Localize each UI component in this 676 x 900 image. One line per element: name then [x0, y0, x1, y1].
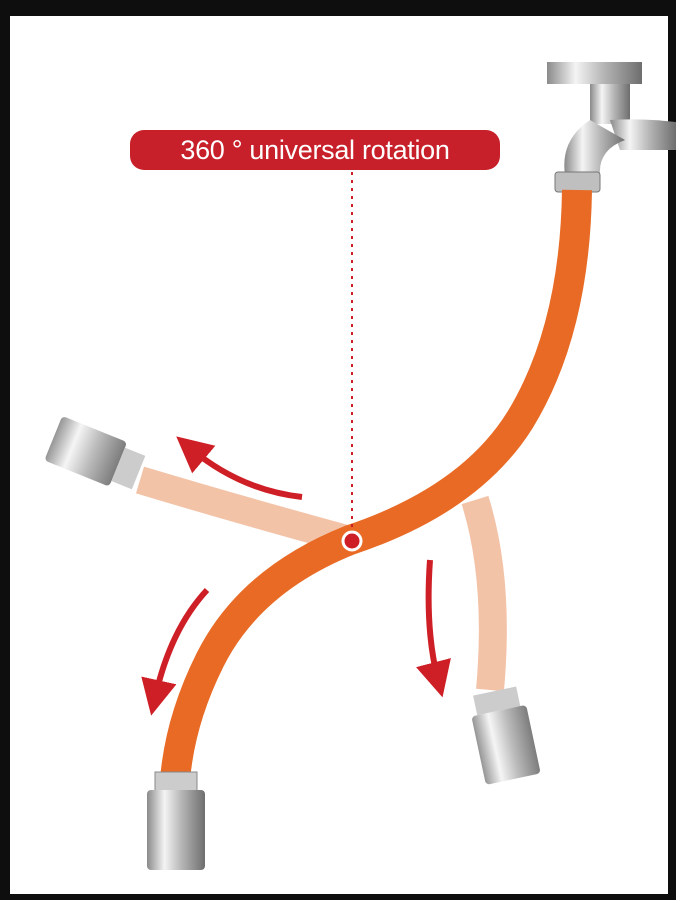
faucet: [547, 62, 676, 193]
arrow-down-left-icon: [141, 587, 210, 716]
nozzle-faded-left: [45, 417, 146, 490]
arrow-down-right-icon: [416, 559, 451, 698]
nozzle-faded-right: [472, 686, 540, 785]
nozzle-main: [147, 771, 205, 870]
hose-main: [160, 189, 592, 782]
arrow-up-left-icon: [176, 436, 303, 500]
hose-faded-left: [135, 466, 354, 554]
hose-faded-right: [461, 495, 507, 692]
rotation-callout-label: 360 ° universal rotation: [130, 130, 500, 170]
pivot-marker: [341, 530, 363, 552]
